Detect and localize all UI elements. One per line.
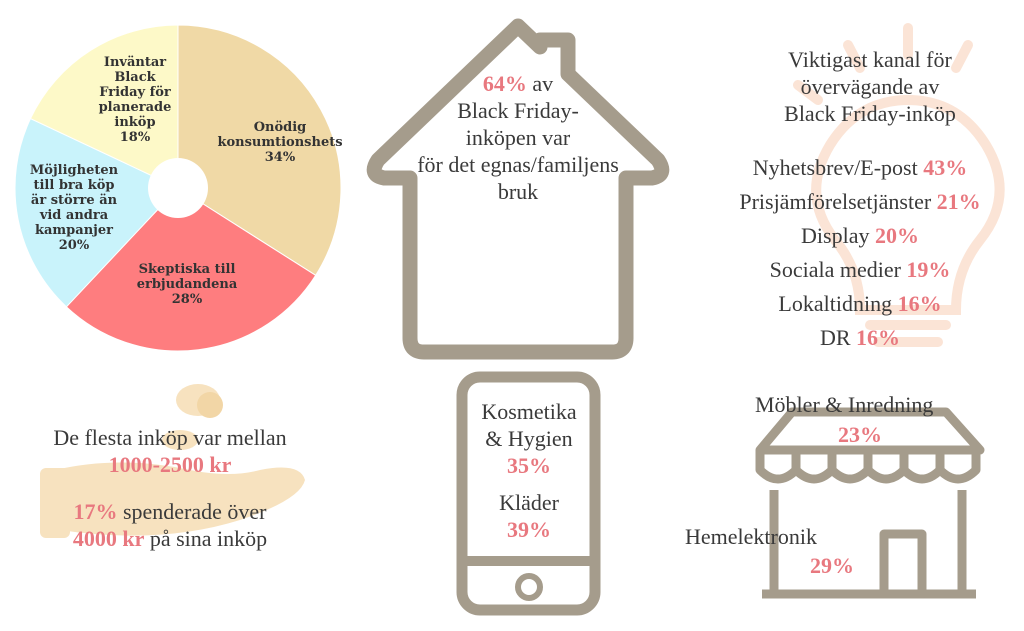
hand-coins-icon	[40, 384, 305, 538]
house-pct: 64%	[482, 71, 527, 96]
channel-item: Lokaltidning 16%	[778, 291, 942, 316]
phone-text: Kosmetika & Hygien 35% Kläder 39%	[466, 398, 592, 543]
spend-line3: på sina inköp	[149, 526, 268, 551]
store-pct1: 23%	[838, 422, 882, 447]
spend-line1: De flesta inköp var mellan	[53, 425, 287, 450]
house-text: 64% av Black Friday- inköpen var för det…	[400, 70, 636, 205]
pie-slice-better-deals	[14, 117, 179, 308]
spend-range: 1000-2500 kr	[108, 452, 232, 477]
house-line2: Black Friday-	[457, 98, 579, 123]
channels-title: Viktigast kanal för övervägande av Black…	[784, 47, 956, 126]
pie-center-hole	[148, 158, 208, 218]
spend-amount: 4000 kr	[72, 526, 145, 551]
channel-item: DR 16%	[819, 325, 901, 350]
store-cat2: Hemelektronik	[685, 524, 817, 549]
channel-item: Sociala medier 19%	[769, 257, 951, 282]
pie-slice-skeptical	[65, 187, 317, 352]
store-icon	[755, 407, 985, 599]
channel-item: Prisjämförelsetjänster 21%	[739, 189, 981, 214]
channel-item: Display 20%	[801, 223, 919, 248]
house-icon	[366, 18, 670, 360]
channels-list: Nyhetsbrev/E-post 43% Prisjämförelsetjän…	[700, 151, 1020, 355]
spend-text: De flesta inköp var mellan 1000-2500 kr …	[10, 424, 330, 552]
house-line4: för det egnas/familjens	[417, 152, 619, 177]
phone-icon	[456, 371, 601, 616]
pie-chart	[14, 24, 342, 352]
phone-cat1b: & Hygien	[485, 426, 573, 451]
lightbulb-icon	[793, 23, 1005, 347]
house-line3: inköpen var	[465, 125, 571, 150]
spend-pct: 17%	[73, 499, 118, 524]
spend-line2: spenderade över	[122, 499, 267, 524]
channel-item: Nyhetsbrev/E-post 43%	[752, 155, 968, 180]
house-line1: av	[532, 71, 554, 96]
pie-slice-planned-purchases	[29, 24, 179, 189]
phone-cat1a: Kosmetika	[481, 399, 577, 424]
phone-cat2: Kläder	[499, 490, 559, 515]
house-line5: bruk	[497, 179, 539, 204]
store-cat1: Möbler & Inredning	[755, 392, 934, 417]
phone-pct2: 39%	[507, 517, 551, 542]
pie-slice-overconsumption	[177, 24, 342, 277]
store-pct2: 29%	[810, 553, 854, 578]
phone-pct1: 35%	[507, 453, 551, 478]
